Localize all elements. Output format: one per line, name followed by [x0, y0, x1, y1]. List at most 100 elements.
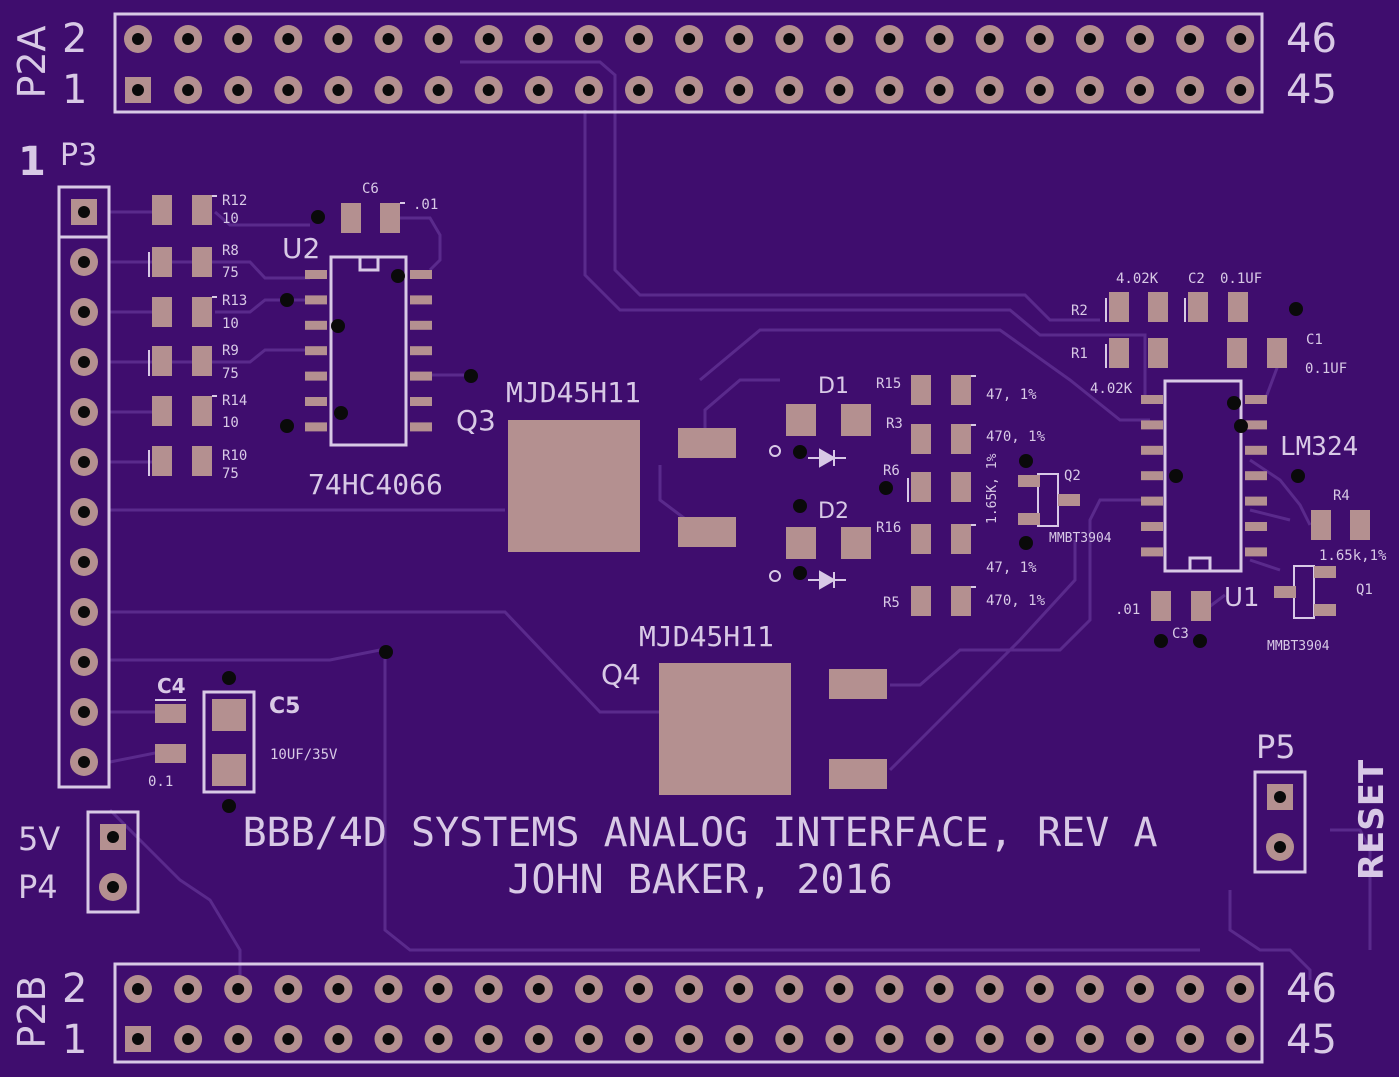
header-p4-5v-label: 5V	[18, 820, 60, 858]
p2a-pins-bottom-3-drill	[232, 84, 245, 96]
p2a-pins-top-15-drill	[833, 33, 846, 45]
p2a-pins-top-20-drill	[1083, 33, 1096, 45]
via-2	[391, 269, 405, 283]
ic-u1-value: LM324	[1280, 432, 1358, 462]
p2a-pins-top-18-drill	[983, 33, 996, 45]
u2-pins-right-1	[410, 270, 432, 279]
p2a-pins-top-14-drill	[783, 33, 796, 45]
resistor-r10: R10 75	[148, 446, 247, 482]
resistor-r13: R13 10	[152, 293, 247, 332]
p2a-pins-top-13-drill	[733, 33, 746, 45]
diode-d1-symbol-icon	[808, 448, 846, 468]
u2-pins-right-4	[410, 346, 432, 356]
via-20	[1193, 634, 1207, 648]
p2b-pins-bottom-13-drill	[733, 1033, 746, 1045]
resistor-column-left: R12 10 R8 75 R13 10 R9 75 R1	[148, 193, 247, 482]
p3-pin-8-drill	[78, 556, 90, 568]
p2a-pins-top-5-drill	[332, 33, 345, 45]
u1-pins-right-4	[1245, 471, 1267, 481]
header-p3: P3 1	[18, 138, 111, 789]
p2b-pins-top-11-drill	[633, 983, 645, 995]
p2b-pins-bottom-9-drill	[532, 1033, 545, 1045]
header-p2b-pin45-label: 45	[1286, 1017, 1337, 1063]
u2-pins-left-6	[305, 397, 327, 406]
u1-pins-left-5	[1141, 496, 1163, 506]
resistor-r10-ref: R10	[222, 448, 247, 464]
p2a-pins-bottom-14-drill	[783, 84, 796, 96]
p2a-pins-bottom-15-drill	[833, 84, 846, 96]
p2b-pins-bottom-16-drill	[883, 1033, 896, 1045]
copper-traces	[108, 60, 1372, 980]
resistor-r16: R16 47, 1%	[876, 520, 1037, 576]
resistor-r16-ref: R16	[876, 520, 901, 536]
header-p2a-pin46-label: 46	[1286, 16, 1337, 62]
p2b-pins-top-16-drill	[883, 983, 896, 995]
p2a-pins-top-3-drill	[232, 33, 245, 45]
via-5	[280, 419, 294, 433]
capacitor-c6: C6 .01	[341, 181, 438, 233]
resistor-r13-ref: R13	[222, 293, 247, 309]
resistor-r6-ref: R6	[883, 463, 900, 479]
p2a-pins-bottom-10-drill	[582, 84, 595, 96]
header-p4-label: P4	[18, 868, 58, 906]
ic-u2-value: 74HC4066	[308, 468, 443, 501]
transistor-q4: Q4 MJD45H11	[601, 620, 887, 795]
u2-pins-right-5	[410, 371, 432, 381]
resistor-r10-value: 75	[222, 466, 239, 482]
header-p2a-pin45-label: 45	[1286, 67, 1337, 113]
resistor-column-middle: R15 47, 1% R3 470, 1% R6 1.65K, 1% R16 4…	[876, 375, 1046, 616]
header-p5-reset-label: RESET	[1352, 759, 1392, 880]
transistor-q1-ref: Q1	[1356, 582, 1373, 598]
resistor-r3: R3 470, 1%	[886, 416, 1046, 454]
capacitor-c5-value: 10UF/35V	[270, 747, 338, 763]
u1-pins-left-6	[1141, 522, 1163, 531]
p2b-pins-bottom-21-drill	[1134, 1033, 1146, 1045]
p2a-pins-bottom-6-drill	[382, 84, 395, 96]
u1-pins-left-2	[1141, 420, 1163, 430]
p2b-pins-bottom-5-drill	[332, 1033, 345, 1045]
header-p2b: P2B 2 1 46 45	[10, 962, 1337, 1064]
resistor-r2-ref: R2	[1071, 303, 1088, 319]
u2-pins-left-3	[305, 320, 327, 330]
resistor-r1: R1 4.02K	[1071, 338, 1168, 397]
p2b-pins-bottom-22-drill	[1184, 1033, 1197, 1045]
resistor-r5: R5 470, 1%	[883, 586, 1046, 616]
p2b-pins-top-3-drill	[232, 983, 245, 995]
via-1	[311, 210, 325, 224]
p2b-pins-bottom-3-drill	[232, 1033, 245, 1045]
ic-u1: U1 LM324	[1141, 379, 1358, 613]
p2a-pins-bottom-8-drill	[482, 84, 495, 96]
resistor-r5-value: 470, 1%	[986, 593, 1046, 609]
p2a-pins-top-19-drill	[1033, 33, 1046, 45]
p2a-pins-top-8-drill	[482, 33, 495, 45]
u2-pins-right-7	[410, 422, 432, 432]
capacitor-c6-ref: C6	[362, 181, 379, 197]
via-4	[331, 319, 345, 333]
p2a-pins-bottom-12-drill	[683, 84, 696, 96]
transistor-q3: Q3 MJD45H11	[456, 376, 736, 552]
u2-pins-right-3	[410, 320, 432, 330]
p2a-pins-top-17-drill	[933, 33, 946, 45]
p2a-pins-top-23-drill	[1234, 33, 1247, 45]
p3-pin-5-drill	[78, 406, 90, 418]
via-12	[1019, 454, 1033, 468]
header-p5-label: P5	[1256, 728, 1296, 766]
header-p2b-pin2-label: 2	[62, 966, 87, 1012]
p2b-pins-top-23-drill	[1234, 983, 1247, 995]
p3-pin-9-drill	[78, 606, 90, 618]
header-p3-label: P3	[60, 138, 97, 173]
p2b-pins-bottom-19-drill	[1033, 1033, 1046, 1045]
p2b-pins-bottom-7-drill	[432, 1033, 445, 1045]
p2b-pins-top-8-drill	[482, 983, 495, 995]
resistor-r4-ref: R4	[1333, 488, 1350, 504]
resistor-r8: R8 75	[148, 243, 239, 281]
p2a-pins-top-2-drill	[182, 33, 195, 45]
resistor-r6: R6 1.65K, 1%	[883, 453, 1000, 524]
p2a-pins-bottom-11-drill	[633, 84, 645, 96]
via-23	[222, 799, 236, 813]
via-3	[280, 293, 294, 307]
resistor-r13-value: 10	[222, 316, 239, 332]
transistor-q4-ref: Q4	[601, 658, 641, 691]
u1-pins-left-7	[1141, 547, 1163, 557]
p3-pin-1-drill	[78, 206, 90, 218]
